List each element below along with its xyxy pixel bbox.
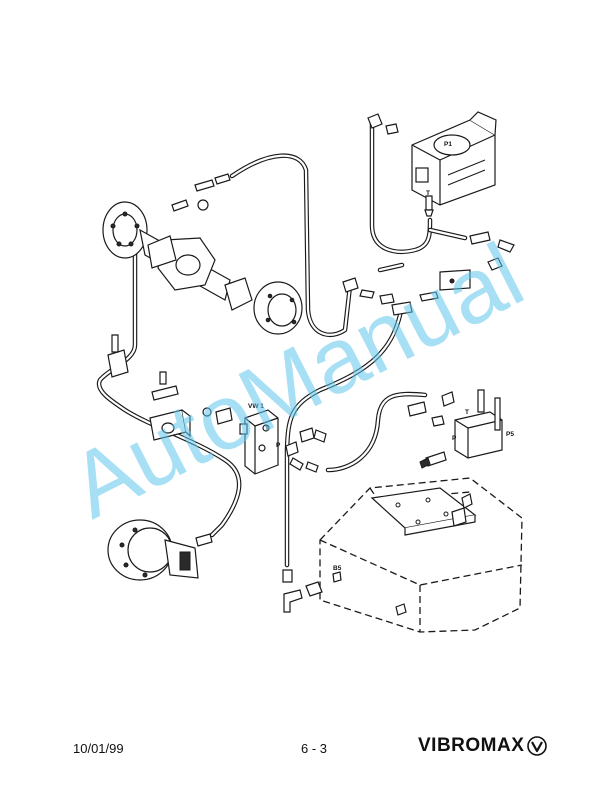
watermark-text: AutoManual <box>55 224 539 538</box>
valve-block-p5: T P P5 <box>407 389 514 469</box>
left-brackets <box>107 334 191 441</box>
label-right-p: P <box>452 435 457 442</box>
label-vw1: VW 1 <box>248 403 264 410</box>
brand-name: VIBROMAX <box>418 735 525 756</box>
vibromax-logo-icon <box>527 736 548 756</box>
hydraulic-tank: B5 <box>319 477 523 633</box>
valve-vw1: VW 1 T P <box>202 403 327 475</box>
wheel-drive-motor <box>107 519 213 581</box>
right-fittings <box>342 231 515 316</box>
label-p5: P5 <box>506 431 514 438</box>
hydraulic-lines <box>96 119 468 568</box>
footer-date: 10/01/99 <box>73 741 124 756</box>
page-number: 6 - 3 <box>301 741 328 756</box>
bottom-fittings <box>282 569 323 613</box>
label-pump-t: T <box>426 190 430 197</box>
front-axle-assembly <box>102 173 303 335</box>
label-valve-p: P <box>276 442 281 449</box>
label-b5: B5 <box>333 565 342 572</box>
label-p1: P1 <box>444 141 452 148</box>
label-valve-t: T <box>265 425 269 432</box>
label-right-t: T <box>465 409 469 416</box>
brand-logo: VIBROMAX <box>418 735 548 757</box>
hydraulic-pump: P1 T <box>367 111 497 217</box>
